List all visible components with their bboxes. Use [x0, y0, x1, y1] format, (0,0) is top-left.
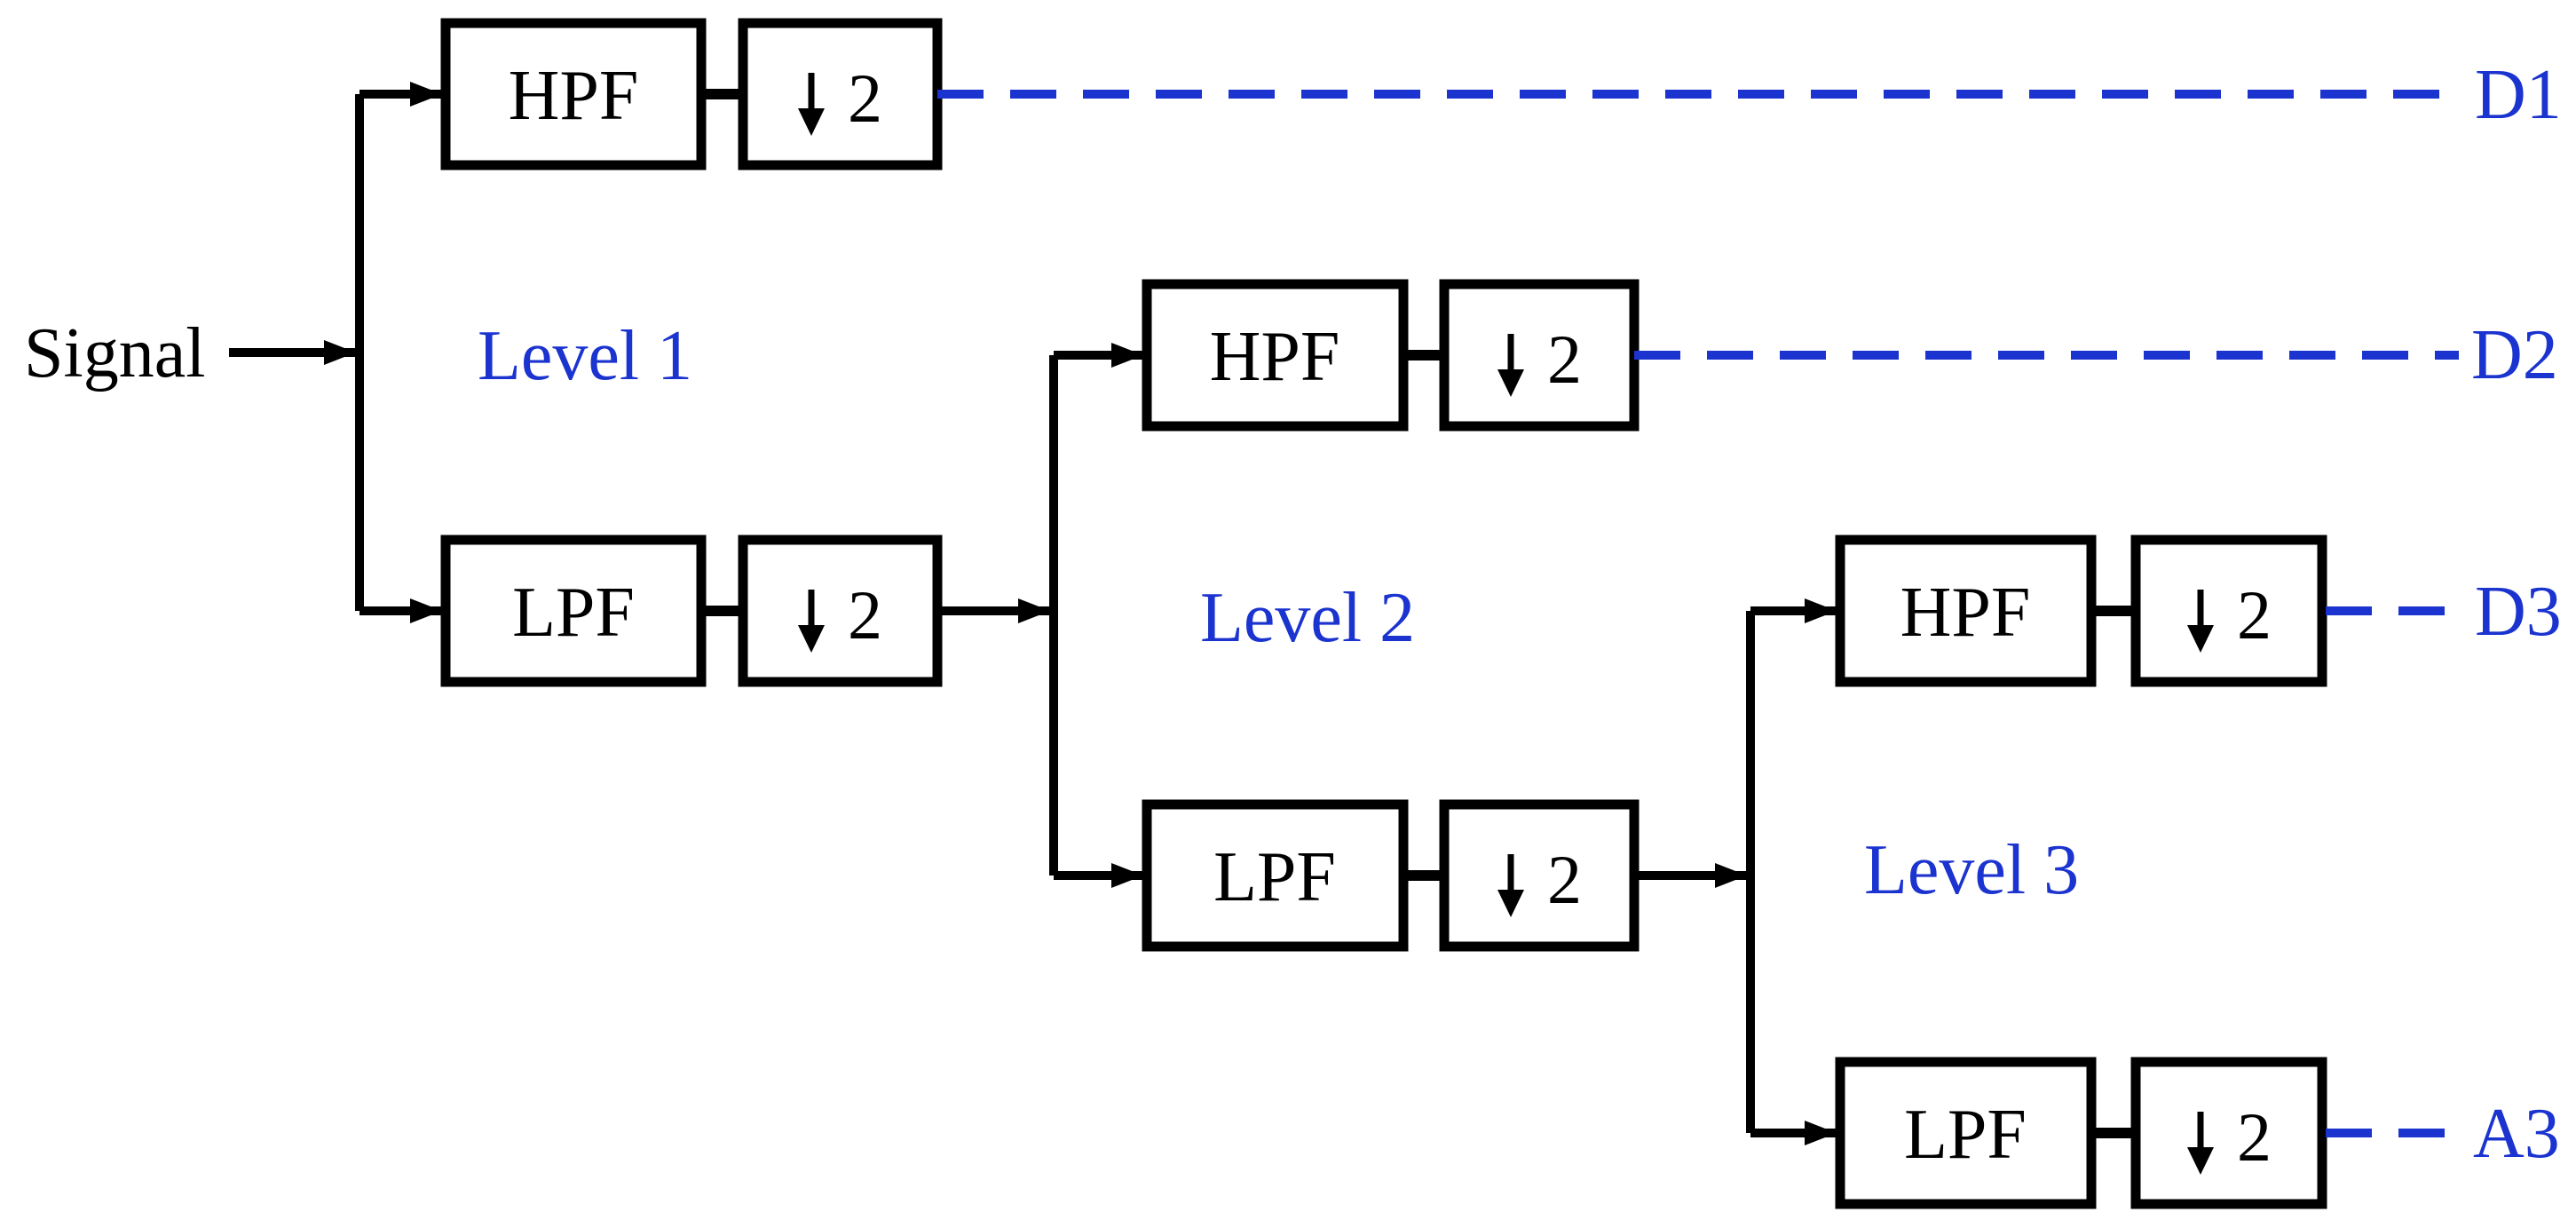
downsample-label-level1-low: 2 — [848, 576, 882, 654]
downsample-arrow-icon — [2187, 590, 2214, 653]
downsample-arrow-icon — [798, 590, 825, 653]
downsample-box-level2-high — [1439, 279, 1640, 432]
lpf-label-level2: LPF — [1213, 838, 1336, 916]
downsample-box-level3-low — [2130, 1057, 2327, 1209]
hpf-label-level1: HPF — [509, 57, 639, 135]
signal-input-label: Signal — [24, 314, 205, 392]
downsample-arrow-icon — [1497, 854, 1524, 917]
lpf-label-level3: LPF — [1904, 1096, 2027, 1174]
downsample-arrow-icon — [2187, 1112, 2214, 1175]
d1-output-label: D1 — [2475, 56, 2562, 134]
d3-output-label: D3 — [2475, 573, 2562, 651]
lpf-label-level1: LPF — [512, 574, 635, 652]
hpf-label-level2: HPF — [1210, 318, 1340, 396]
downsample-box-level2-low — [1439, 799, 1640, 952]
level1-label: Level 1 — [478, 317, 692, 395]
downsample-box-level3-high — [2130, 535, 2327, 687]
hpf-label-level3: HPF — [1900, 574, 2031, 652]
downsample-label-level3-low: 2 — [2237, 1098, 2272, 1176]
downsample-label-level2-low: 2 — [1547, 841, 1582, 918]
d2-output-label: D2 — [2471, 316, 2558, 394]
downsample-label-level3-high: 2 — [2237, 576, 2272, 654]
downsample-label-level1-high: 2 — [848, 59, 882, 137]
downsample-arrow-icon — [798, 73, 825, 136]
a3-output-label: A3 — [2473, 1095, 2560, 1173]
downsample-box-level1-low — [738, 535, 943, 687]
downsample-box-level1-high — [738, 18, 943, 170]
level2-label: Level 2 — [1200, 579, 1415, 657]
downsample-label-level2-high: 2 — [1547, 321, 1582, 398]
level3-label: Level 3 — [1864, 831, 2079, 909]
downsample-arrow-icon — [1497, 334, 1524, 397]
